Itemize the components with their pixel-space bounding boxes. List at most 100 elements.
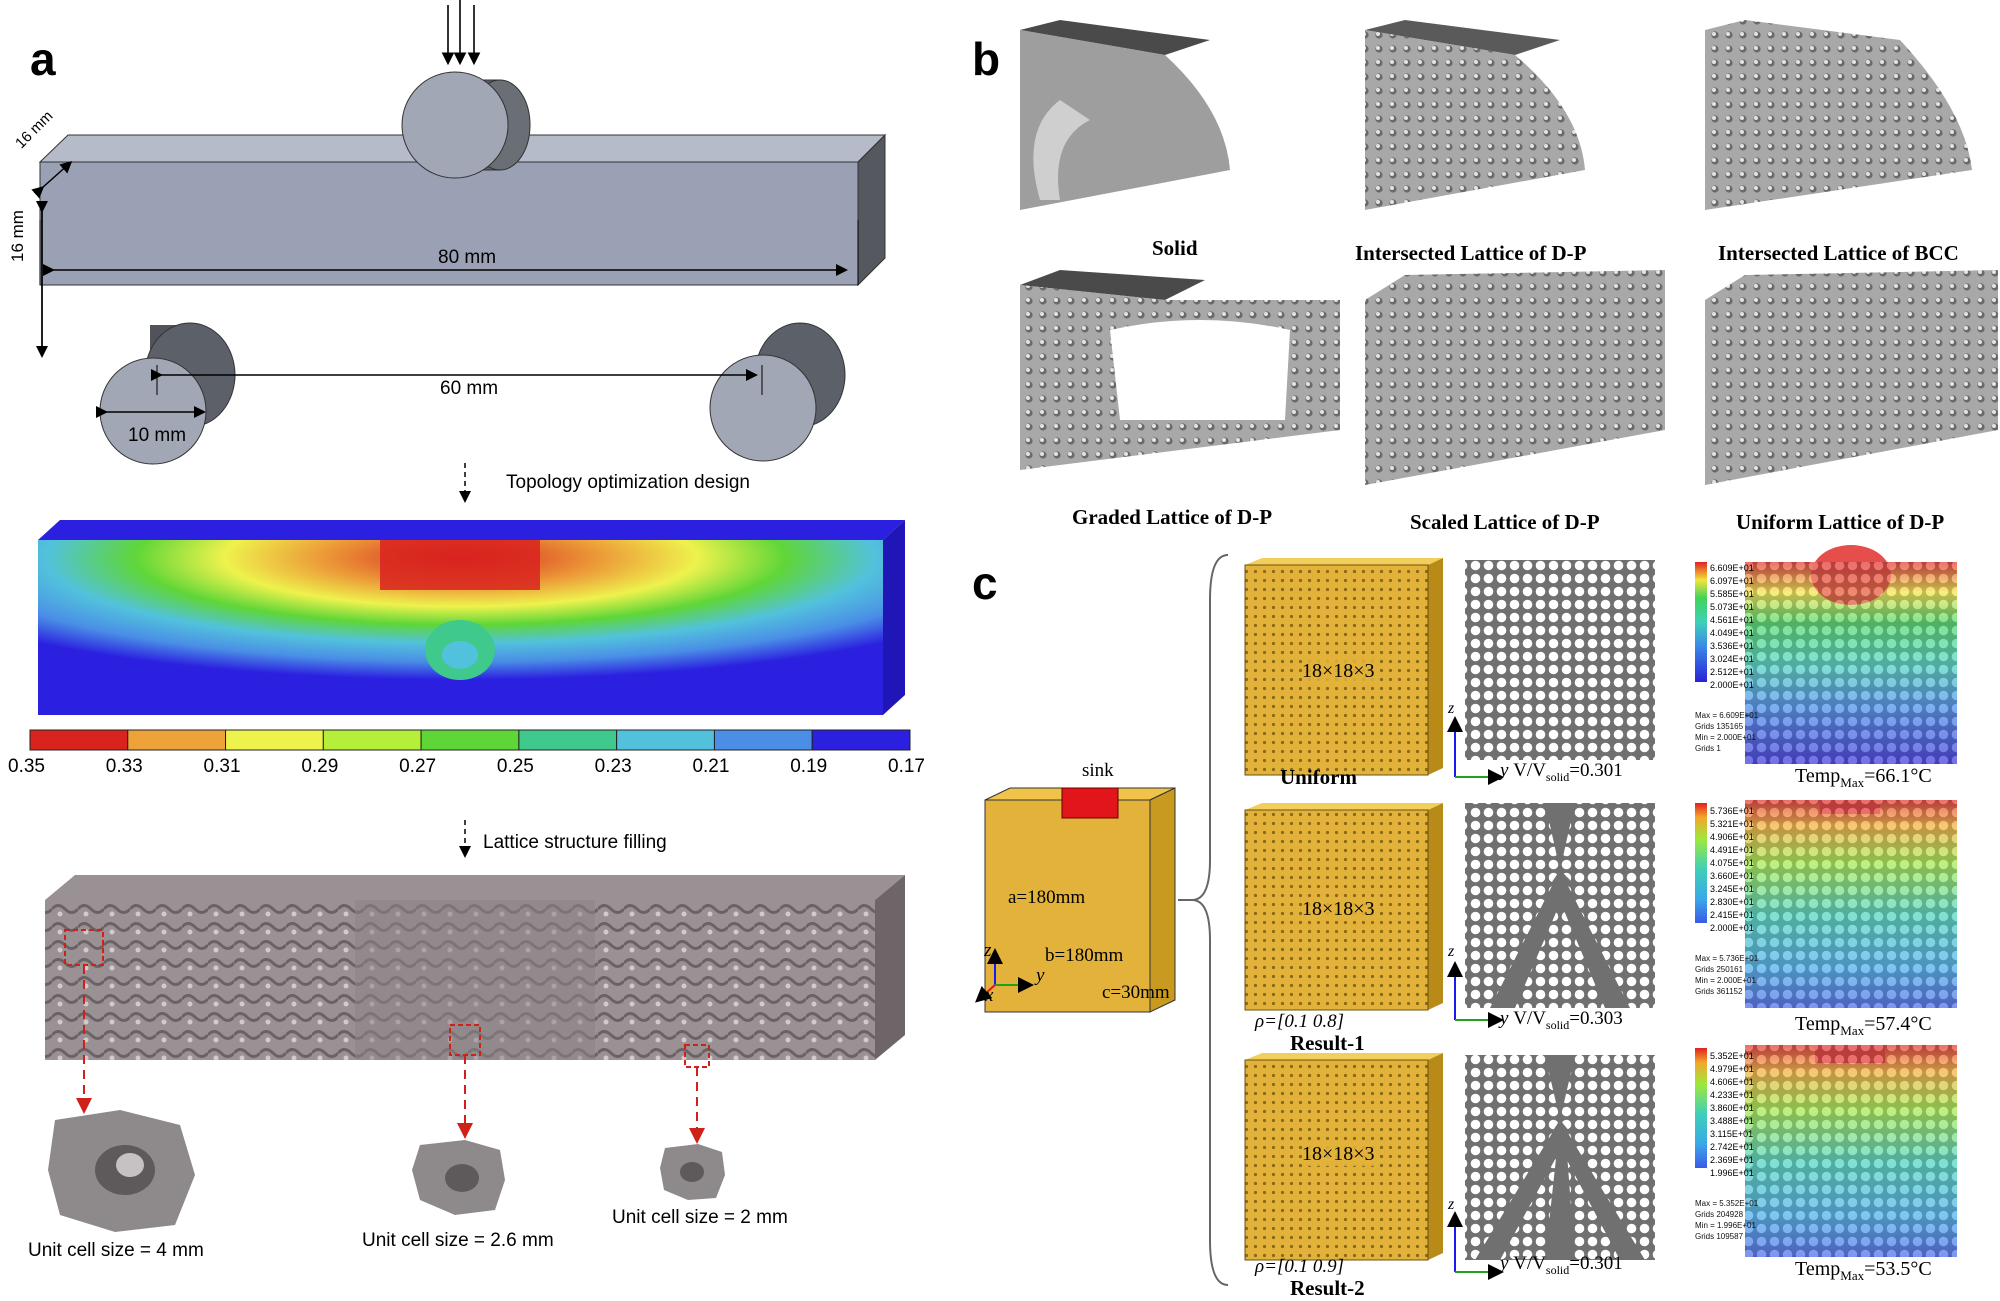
temp-max-label: TempMax=66.1°C <box>1795 765 1932 790</box>
temp-value: =66.1°C <box>1864 765 1932 787</box>
legend-value: 4.049E+01 <box>1710 628 1754 638</box>
volume-ratio-label: y V/Vsolid=0.301 <box>1500 1253 1623 1278</box>
v-vsolid: V/Vsolid= <box>1513 1008 1580 1032</box>
model-uniform-dp <box>1705 270 1998 485</box>
legend-value: 6.097E+01 <box>1710 576 1754 586</box>
legend-value: 3.536E+01 <box>1710 641 1754 651</box>
legend-value: 4.906E+01 <box>1710 832 1754 842</box>
v-vsolid: V/Vsolid= <box>1513 1253 1580 1277</box>
dim-a-label: a=180mm <box>1008 887 1086 908</box>
ratio-value: 0.303 <box>1579 1008 1623 1029</box>
section-y-label: y <box>1500 1008 1514 1029</box>
dim-height-label: 16 mm <box>8 210 27 262</box>
legend-value: 5.321E+01 <box>1710 819 1754 829</box>
caption-intersected-dp: Intersected Lattice of D-P <box>1355 241 1587 265</box>
legend-value: 2.000E+01 <box>1710 680 1754 690</box>
legend-value: 4.075E+01 <box>1710 858 1754 868</box>
model-graded-dp <box>1020 270 1340 470</box>
stat-line: Grids 135165 <box>1695 722 1744 731</box>
result1-thermal-map <box>1695 800 1957 1008</box>
caption-scaled-dp: Scaled Lattice of D-P <box>1410 510 1600 534</box>
scale-tick: 0.21 <box>692 756 730 777</box>
legend-value: 2.830E+01 <box>1710 897 1754 907</box>
stat-line: Min = 1.996E+01 <box>1695 1221 1756 1230</box>
step-lattice-label: Lattice structure filling <box>483 832 667 853</box>
unit-cell-2.6mm <box>412 1140 505 1215</box>
result2-thermal-map <box>1695 1045 1957 1257</box>
legend-value: 3.245E+01 <box>1710 884 1754 894</box>
caption-uniform-dp: Uniform Lattice of D-P <box>1736 510 1945 534</box>
stat-line: Grids 204928 <box>1695 1210 1744 1219</box>
legend-value: 1.996E+01 <box>1710 1168 1754 1178</box>
section-axes <box>1447 716 1504 1280</box>
panel-c-label: c <box>972 557 998 609</box>
axis-x-label: x <box>985 985 994 1006</box>
dim-roller-label: 10 mm <box>128 425 187 446</box>
legend-value: 4.561E+01 <box>1710 615 1754 625</box>
legend-value: 5.073E+01 <box>1710 602 1754 612</box>
rho-label: ρ=[0.1 0.8] <box>1255 1011 1344 1032</box>
unit-cell-label-2mm: Unit cell size = 2 mm <box>612 1207 788 1228</box>
lattice-filled-beam <box>45 875 905 1060</box>
volume-ratio-label: y V/Vsolid=0.301 <box>1500 760 1623 785</box>
result1-section <box>1465 803 1655 1008</box>
section-z-label: z <box>1448 1196 1455 1213</box>
scale-tick: 0.29 <box>301 756 339 777</box>
scale-tick: 0.27 <box>399 756 437 777</box>
unit-cell-2mm <box>660 1144 725 1200</box>
top-roller <box>401 0 531 179</box>
bottom-roller-right <box>709 322 846 462</box>
stat-line: Grids 250161 <box>1695 965 1744 974</box>
temp-max-label: TempMax=57.4°C <box>1795 1013 1932 1038</box>
stat-line: Max = 5.352E+01 <box>1695 1199 1759 1208</box>
panel-a-label: a <box>30 33 56 85</box>
legend-value: 3.860E+01 <box>1710 1103 1754 1113</box>
rho-label: ρ=[0.1 0.9] <box>1255 1256 1344 1277</box>
scale-tick: 0.31 <box>203 756 241 777</box>
grid-label: 18×18×3 <box>1302 898 1375 921</box>
axis-z-label: z <box>984 940 992 961</box>
stat-line: Min = 2.000E+01 <box>1695 733 1756 742</box>
legend-value: 5.352E+01 <box>1710 1051 1754 1061</box>
legend-value: 2.742E+01 <box>1710 1142 1754 1152</box>
stat-line: Grids 1 <box>1695 744 1721 753</box>
caption-intersected-bcc: Intersected Lattice of BCC <box>1718 241 1959 265</box>
legend-value: 3.115E+01 <box>1710 1129 1754 1139</box>
unit-cell-label-2.6mm: Unit cell size = 2.6 mm <box>362 1230 554 1251</box>
legend-value: 2.415E+01 <box>1710 910 1754 920</box>
legend-value: 6.609E+01 <box>1710 563 1754 573</box>
model-scaled-dp <box>1365 270 1665 485</box>
panel-b-label: b <box>972 33 1001 85</box>
legend-value: 2.369E+01 <box>1710 1155 1754 1165</box>
section-z-label: z <box>1448 700 1455 717</box>
scale-swatch <box>29 729 129 751</box>
caption-solid: Solid <box>1152 236 1198 260</box>
legend-value: 2.512E+01 <box>1710 667 1754 677</box>
dim-span-label: 60 mm <box>440 378 499 399</box>
scale-swatch <box>225 729 324 751</box>
uniform-thermal-map <box>1695 545 1957 764</box>
unit-cell-label-4mm: Unit cell size = 4 mm <box>28 1240 204 1261</box>
stat-line: Grids 361152 <box>1695 987 1743 996</box>
scale-tick: 0.19 <box>790 756 828 777</box>
row-name: Uniform <box>1280 765 1357 789</box>
sink-label: sink <box>1082 760 1114 781</box>
legend-value: 3.660E+01 <box>1710 871 1754 881</box>
density-color-scale <box>29 729 911 751</box>
temp-max-label: TempMax=53.5°C <box>1795 1258 1932 1283</box>
section-y-label: y <box>1500 1253 1514 1274</box>
legend-value: 4.233E+01 <box>1710 1090 1754 1100</box>
legend-value: 5.736E+01 <box>1710 806 1754 816</box>
legend-value: 2.000E+01 <box>1710 923 1754 933</box>
uniform-section <box>1465 560 1655 760</box>
legend-value: 3.024E+01 <box>1710 654 1754 664</box>
legend-value: 4.979E+01 <box>1710 1064 1754 1074</box>
dim-length-label: 80 mm <box>438 247 497 268</box>
stat-line: Max = 6.609E+01 <box>1695 711 1759 720</box>
v-vsolid: V/Vsolid= <box>1513 760 1580 784</box>
scale-swatch <box>322 729 422 751</box>
